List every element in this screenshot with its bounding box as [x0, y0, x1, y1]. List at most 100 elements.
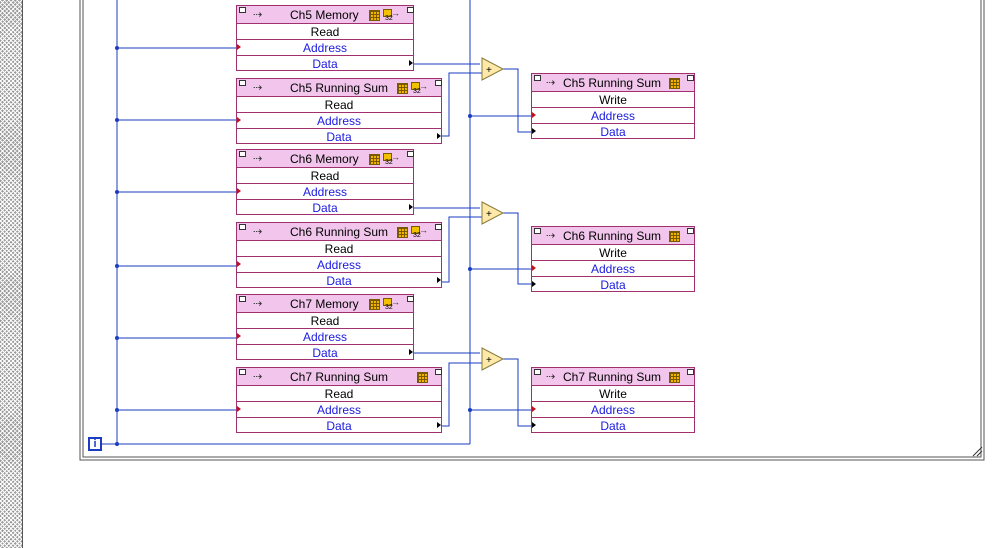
iteration-label: i: [93, 438, 97, 450]
reference-icon: [239, 7, 246, 13]
data-terminal[interactable]: Data: [532, 418, 694, 434]
node-ch6-running-sum-write[interactable]: ⇢ Ch6 Running Sum Write Address Data: [531, 226, 695, 292]
method-row: Read: [237, 24, 413, 40]
add-node-ch7: +: [481, 347, 505, 371]
read-arrow-icon: ⇢: [253, 371, 262, 383]
data-terminal[interactable]: Data: [532, 277, 694, 293]
node-header: ⇢ Ch6 Running Sum 32→: [237, 223, 442, 241]
node-ch7-memory-read[interactable]: ⇢ Ch7 Memory 32→ Read Address Data: [236, 294, 414, 360]
node-title: Ch7 Running Sum: [290, 370, 389, 384]
address-terminal[interactable]: Address: [237, 40, 413, 56]
node-ch5-running-sum-write[interactable]: ⇢ Ch5 Running Sum Write Address Data: [531, 73, 695, 139]
data-terminal[interactable]: Data: [237, 418, 441, 434]
reference-icon: [407, 7, 414, 13]
reference-icon: [239, 80, 246, 86]
node-title: Ch6 Running Sum: [290, 225, 389, 239]
memory-grid-icon: [369, 299, 380, 310]
address-terminal[interactable]: Address: [532, 402, 694, 418]
read-arrow-icon: ⇢: [253, 298, 262, 310]
node-ch5-running-sum-read[interactable]: ⇢ Ch5 Running Sum 32→ Read Address Data: [236, 78, 442, 144]
data-terminal[interactable]: Data: [237, 129, 441, 145]
method-row: Read: [237, 386, 441, 402]
node-ch5-memory-read[interactable]: ⇢ Ch5 Memory 32→ Read Address Data: [236, 5, 414, 71]
node-title: Ch6 Memory: [290, 152, 359, 166]
node-title: Ch6 Running Sum: [563, 229, 662, 243]
node-header: ⇢ Ch7 Running Sum: [237, 368, 442, 386]
address-terminal[interactable]: Address: [532, 108, 694, 124]
memory-grid-icon: [369, 10, 380, 21]
reference-icon: [687, 228, 694, 234]
method-row: Write: [532, 245, 694, 261]
iteration-terminal[interactable]: i: [88, 437, 102, 451]
data-terminal[interactable]: Data: [237, 273, 441, 289]
write-arrow-icon: ⇢: [546, 230, 555, 242]
node-header: ⇢ Ch5 Running Sum: [532, 74, 694, 92]
reference-icon: [239, 296, 246, 302]
reference-icon: [239, 224, 246, 230]
address-terminal[interactable]: Address: [237, 257, 441, 273]
reference-icon: [534, 75, 541, 81]
node-header: ⇢ Ch6 Memory 32→: [237, 150, 414, 168]
node-header: ⇢ Ch7 Memory 32→: [237, 295, 414, 313]
memory-grid-icon: [397, 227, 408, 238]
node-ch7-running-sum-write[interactable]: ⇢ Ch7 Running Sum Write Address Data: [531, 367, 695, 433]
add-node-ch6: +: [481, 201, 505, 225]
node-ch6-running-sum-read[interactable]: ⇢ Ch6 Running Sum 32→ Read Address Data: [236, 222, 442, 288]
memory-fifo-icon: 32→: [383, 8, 400, 22]
wire-data-ch6-sum: [442, 216, 482, 283]
memory-fifo-icon: 32→: [383, 297, 400, 311]
method-row: Write: [532, 386, 694, 402]
node-ch6-memory-read[interactable]: ⇢ Ch6 Memory 32→ Read Address Data: [236, 149, 414, 215]
reference-icon: [534, 369, 541, 375]
read-arrow-icon: ⇢: [253, 226, 262, 238]
node-title: Ch5 Running Sum: [290, 81, 389, 95]
read-arrow-icon: ⇢: [253, 9, 262, 21]
while-loop-frame: [79, 0, 985, 461]
node-title: Ch5 Running Sum: [563, 76, 662, 90]
reference-icon: [534, 228, 541, 234]
memory-fifo-icon: 32→: [411, 81, 428, 95]
read-arrow-icon: ⇢: [253, 82, 262, 94]
add-symbol: +: [486, 209, 492, 220]
write-arrow-icon: ⇢: [546, 371, 555, 383]
add-symbol: +: [486, 65, 492, 76]
reference-icon: [407, 151, 414, 157]
memory-grid-icon: [669, 231, 680, 242]
data-terminal[interactable]: Data: [237, 345, 413, 361]
reference-icon: [435, 80, 442, 86]
address-terminal[interactable]: Address: [237, 329, 413, 345]
read-arrow-icon: ⇢: [253, 153, 262, 165]
wire-sum-ch5: [503, 68, 531, 133]
memory-grid-icon: [397, 83, 408, 94]
address-terminal[interactable]: Address: [237, 402, 441, 418]
reference-icon: [687, 369, 694, 375]
address-terminal[interactable]: Address: [532, 261, 694, 277]
window-border-strip: [0, 0, 22, 548]
memory-grid-icon: [417, 372, 428, 383]
node-header: ⇢ Ch5 Memory 32→: [237, 6, 414, 24]
add-node-ch5: +: [481, 57, 505, 81]
reference-icon: [239, 369, 246, 375]
node-title: Ch7 Memory: [290, 297, 359, 311]
memory-fifo-icon: 32→: [383, 152, 400, 166]
wire-sum-ch6: [503, 212, 531, 285]
data-terminal[interactable]: Data: [237, 56, 413, 72]
wire-data-ch5-sum: [442, 72, 482, 137]
memory-grid-icon: [669, 372, 680, 383]
add-symbol: +: [486, 355, 492, 366]
memory-fifo-icon: 32→: [411, 225, 428, 239]
data-terminal[interactable]: Data: [532, 124, 694, 140]
node-header: ⇢ Ch7 Running Sum: [532, 368, 694, 386]
address-terminal[interactable]: Address: [237, 184, 413, 200]
wire-data-ch7-sum: [442, 362, 482, 427]
reference-icon: [239, 151, 246, 157]
node-header: ⇢ Ch6 Running Sum: [532, 227, 694, 245]
method-row: Write: [532, 92, 694, 108]
node-ch7-running-sum-read[interactable]: ⇢ Ch7 Running Sum Read Address Data: [236, 367, 442, 433]
wire-junctions: [115, 46, 472, 446]
reference-icon: [435, 224, 442, 230]
node-title: Ch5 Memory: [290, 8, 359, 22]
address-terminal[interactable]: Address: [237, 113, 441, 129]
data-terminal[interactable]: Data: [237, 200, 413, 216]
memory-grid-icon: [669, 78, 680, 89]
